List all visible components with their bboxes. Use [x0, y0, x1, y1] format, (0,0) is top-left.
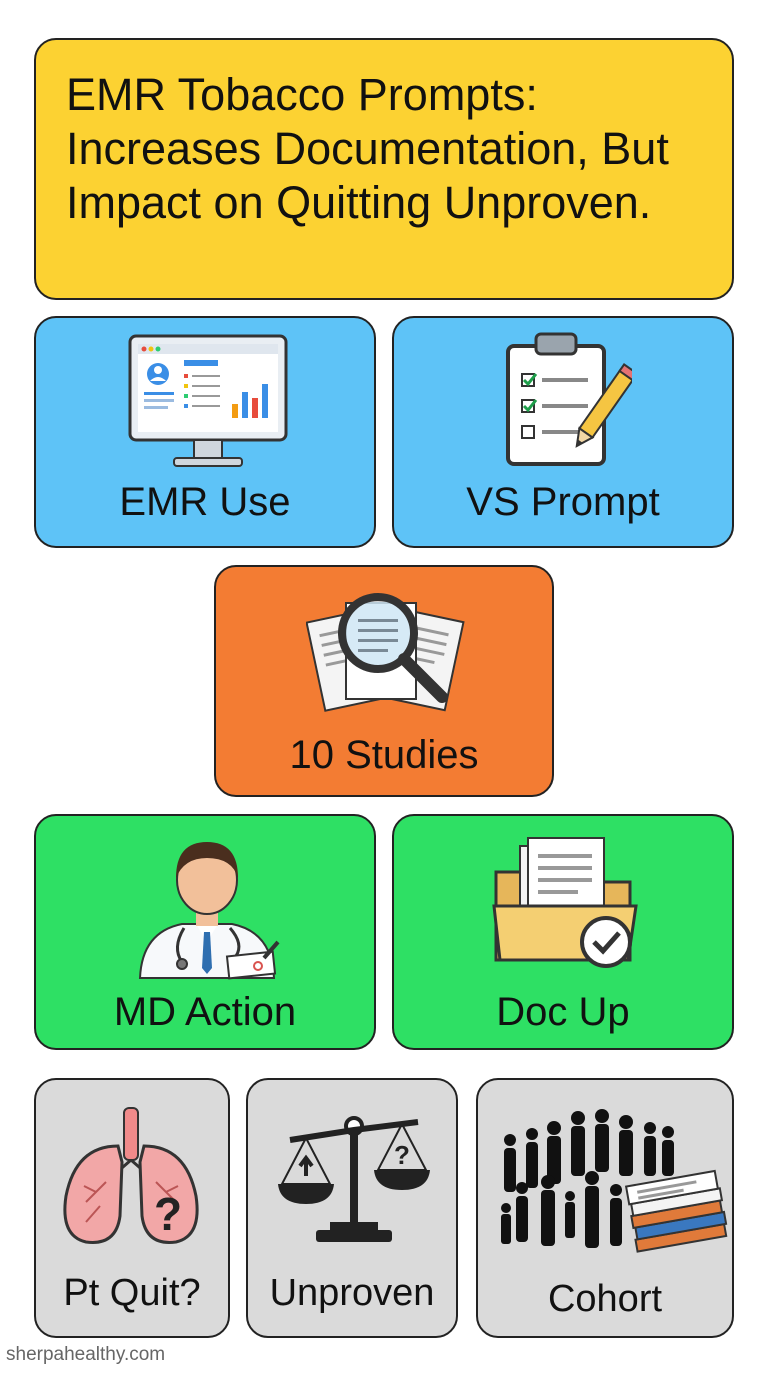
watermark: sherpahealthy.com — [6, 1344, 166, 1365]
card-label: VS Prompt — [466, 480, 660, 524]
balance-scale-icon: ? — [278, 1116, 430, 1242]
card-emr-use: EMR Use — [34, 316, 376, 548]
svg-text:?: ? — [394, 1140, 410, 1170]
clipboard-checklist-icon — [506, 332, 632, 466]
card-label: Cohort — [547, 1278, 663, 1320]
card-label: 10 Studies — [289, 733, 479, 777]
card-pt-quit: ? Pt Quit? — [34, 1078, 230, 1338]
computer-monitor-icon — [128, 334, 288, 467]
card-label: Doc Up — [496, 990, 630, 1034]
folder-check-icon — [492, 837, 638, 968]
magnifying-glass-documents-icon — [306, 593, 465, 712]
doctor-icon — [138, 842, 280, 980]
card-label: MD Action — [113, 990, 297, 1034]
card-doc-up: Doc Up — [392, 814, 734, 1050]
svg-text:?: ? — [154, 1188, 182, 1240]
card-label: Unproven — [269, 1272, 435, 1314]
card-vs-prompt: VS Prompt — [392, 316, 734, 548]
card-cohort: Cohort — [476, 1078, 734, 1338]
card-md-action: MD Action — [34, 814, 376, 1050]
card-unproven: ? Unproven — [246, 1078, 458, 1338]
people-crowd-icon — [501, 1109, 728, 1253]
card-label: Pt Quit? — [63, 1272, 201, 1314]
card-label: EMR Use — [119, 480, 291, 524]
page-title: EMR Tobacco Prompts: Increases Documenta… — [66, 69, 669, 228]
lungs-question-icon: ? — [63, 1107, 199, 1244]
card-10-studies: 10 Studies — [214, 565, 554, 797]
title-card: EMR Tobacco Prompts: Increases Documenta… — [34, 38, 734, 300]
